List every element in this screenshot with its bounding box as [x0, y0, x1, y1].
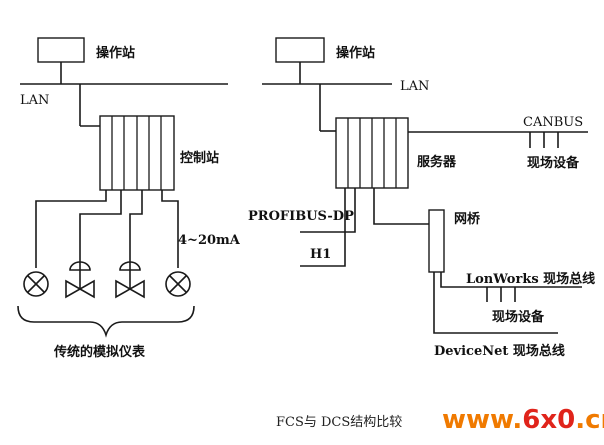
fcs-diagram: 操作站 LAN 服务器 CANBUS 现场设备 PROFIBUS-DP H1 网…	[248, 37, 595, 359]
signal-range-label: 4~20mA	[178, 233, 241, 248]
right-operator-station-box	[275, 37, 325, 63]
bridge-link	[373, 188, 429, 225]
canbus-devices-label: 现场设备	[527, 155, 580, 171]
wire-1	[35, 190, 107, 268]
lonworks-line	[440, 272, 582, 288]
profibus-line	[300, 188, 356, 233]
server-rack	[335, 117, 409, 189]
meter-icon	[23, 271, 49, 297]
instruments-brace	[17, 305, 195, 338]
lonworks-label: LonWorks 现场总线	[466, 271, 595, 287]
left-operator-station-label: 操作站	[96, 45, 135, 61]
bridge-label: 网桥	[454, 211, 481, 227]
site-watermark: www.6x0.cn	[442, 405, 604, 435]
canbus-label: CANBUS	[523, 115, 583, 130]
watermark-prefix: www.	[442, 405, 522, 435]
control-station-label: 控制站	[180, 150, 219, 166]
wire-3	[129, 190, 143, 270]
left-lan-label: LAN	[20, 93, 49, 108]
right-operator-station-label: 操作站	[336, 45, 375, 61]
profibus-label: PROFIBUS-DP	[248, 209, 354, 224]
wire-2	[79, 190, 122, 270]
wire-4	[161, 190, 179, 268]
control-valve-icon	[65, 261, 95, 299]
left-operator-station-box	[37, 37, 85, 63]
figure-caption: FCS与 DCS结构比较	[276, 415, 402, 430]
devicenet-line	[433, 272, 558, 334]
watermark-brand: 6x0	[522, 405, 575, 435]
dcs-diagram: 操作站 LAN 控制站 4~20mA	[17, 37, 241, 360]
h1-line	[300, 188, 346, 267]
lonworks-devices-label: 现场设备	[492, 309, 545, 325]
meter-icon	[165, 271, 191, 297]
bridge-box	[428, 209, 445, 273]
right-lan-label: LAN	[400, 79, 429, 94]
server-label: 服务器	[417, 154, 457, 170]
h1-label: H1	[310, 247, 331, 262]
instruments-caption: 传统的模拟仪表	[53, 344, 146, 360]
control-station-rack	[99, 115, 175, 191]
control-valve-icon	[115, 261, 145, 299]
watermark-suffix: .cn	[575, 405, 604, 435]
devicenet-label: DeviceNet 现场总线	[434, 343, 565, 359]
